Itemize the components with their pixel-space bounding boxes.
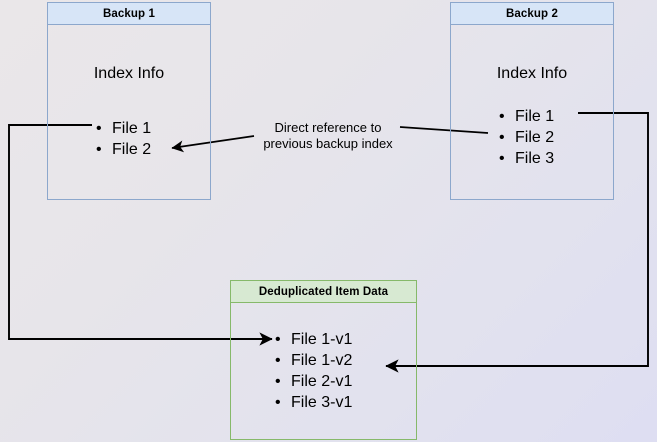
node-deduplicated-item-data[interactable]: Deduplicated Item Data File 1-v1 File 1-… (230, 280, 417, 440)
node-backup-2-body: Index Info File 1 File 2 File 3 (451, 25, 613, 199)
node-backup-2-index-label: Index Info (496, 65, 568, 82)
list-item: File 1-v1 (275, 329, 352, 350)
node-backup-1-body: Index Info File 1 File 2 (48, 25, 210, 199)
node-backup-1[interactable]: Backup 1 Index Info File 1 File 2 (47, 2, 211, 200)
list-item: File 1 (96, 118, 151, 139)
node-backup-2-header: Backup 2 (451, 3, 613, 25)
list-item: File 3 (499, 148, 554, 169)
list-item: File 3-v1 (275, 392, 352, 413)
list-item: File 2-v1 (275, 371, 352, 392)
node-backup-1-header: Backup 1 (48, 3, 210, 25)
list-item: File 2 (96, 139, 151, 160)
node-backup-1-file-list: File 1 File 2 (96, 118, 151, 160)
node-backup-2[interactable]: Backup 2 Index Info File 1 File 2 File 3 (450, 2, 614, 200)
list-item: File 2 (499, 127, 554, 148)
node-backup-2-file-list: File 1 File 2 File 3 (499, 106, 554, 169)
list-item: File 1-v2 (275, 350, 352, 371)
list-item: File 1 (499, 106, 554, 127)
node-deduplicated-item-data-body: File 1-v1 File 1-v2 File 2-v1 File 3-v1 (231, 303, 416, 439)
node-deduplicated-item-data-file-list: File 1-v1 File 1-v2 File 2-v1 File 3-v1 (275, 329, 352, 413)
node-backup-1-index-label: Index Info (93, 65, 165, 82)
node-deduplicated-item-data-header: Deduplicated Item Data (231, 281, 416, 303)
edge-label-direct-reference: Direct reference to previous backup inde… (263, 120, 393, 151)
